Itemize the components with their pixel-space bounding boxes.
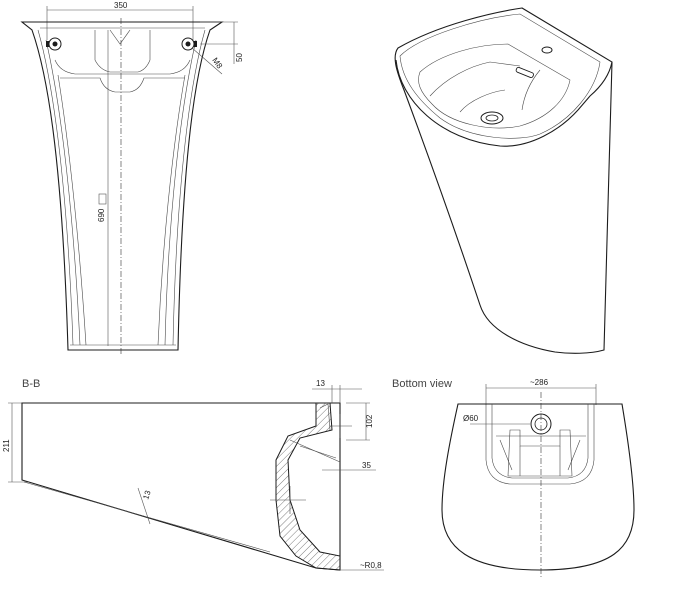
bottom-outline [441,403,635,571]
bottom-label: Bottom view [392,378,452,390]
dim-bolt: M8 [210,56,224,71]
front-view: 350 690 [20,1,244,356]
dim-height-section: 211 [2,439,11,452]
drain-icon [480,111,504,125]
dim-wall-35: 35 [362,461,371,470]
dim-depth: 50 [235,53,244,62]
dim-height-total: 690 [97,208,106,222]
dim-width-bottom: ~286 [530,378,549,387]
dim-wall-13: 13 [141,489,152,501]
section-view: B-B 211 13 102 35 13 [2,378,384,571]
front-body-outline [20,21,224,351]
dim-rim-13: 13 [316,379,325,388]
dim-radius: ~R0,8 [360,561,382,570]
overflow-icon [515,66,534,78]
bottom-view: Bottom view ~286 Ø60 [392,378,635,578]
bolt-right-icon [181,37,197,51]
bolt-left-icon [46,37,62,51]
perspective-view [394,7,613,354]
section-label: B-B [22,378,40,390]
tap-hole-icon [541,46,553,54]
dim-width-top: 350 [114,1,128,10]
perspective-outline [394,7,613,354]
dim-rim-102: 102 [365,414,374,428]
dim-hole-dia: Ø60 [463,414,479,423]
section-wall-hatch [275,402,341,571]
